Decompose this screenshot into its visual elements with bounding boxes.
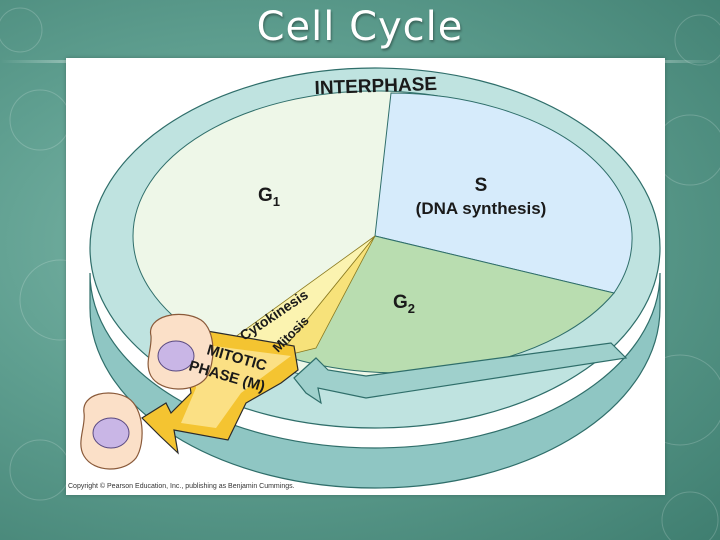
interphase-label: INTERPHASE: [314, 74, 437, 99]
slide-title: Cell Cycle: [256, 4, 464, 50]
g1-label: G1: [258, 185, 280, 209]
cell-cycle-figure: INTERPHASE G1 S (DNA synthesis) G2 Cytok…: [66, 58, 665, 495]
interphase-return-arrow: [293, 342, 628, 405]
daughter-cell-bottom: [80, 392, 143, 470]
g1-letter: G: [258, 185, 273, 206]
g2-letter: G: [393, 292, 408, 313]
g2-label: G2: [393, 292, 415, 316]
cell-cycle-diagram: INTERPHASE G1 S (DNA synthesis) G2 Cytok…: [80, 67, 661, 489]
s-phase-sector: [374, 92, 633, 294]
g1-subscript: 1: [273, 194, 280, 209]
daughter-cell-top: [147, 313, 214, 390]
copyright-notice: Copyright © Pearson Education, Inc., pub…: [68, 483, 295, 490]
s-sublabel: (DNA synthesis): [416, 199, 547, 218]
g2-subscript: 2: [408, 301, 415, 316]
s-label: S: [475, 175, 488, 196]
